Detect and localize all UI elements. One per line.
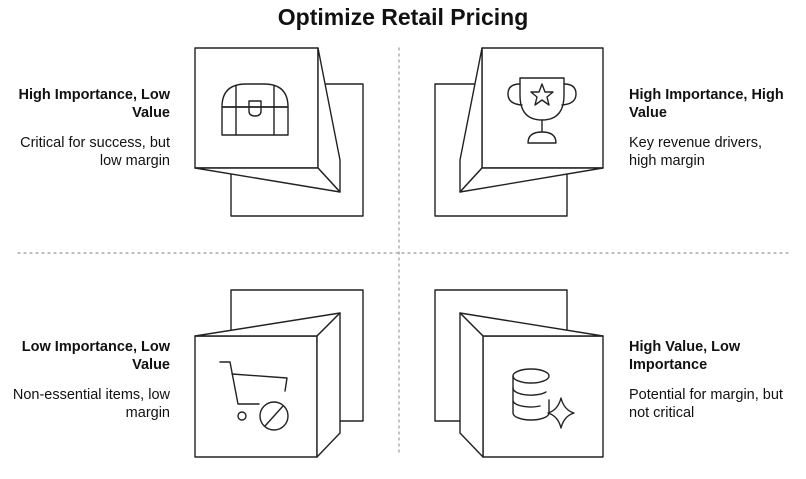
box-bottom-left <box>194 289 364 458</box>
cart-blocked-icon <box>219 361 289 431</box>
database-sparkle-icon <box>512 368 575 429</box>
label-top-left: High Importance, Low Value Critical for … <box>10 86 170 170</box>
quadrant-heading: High Importance, High Value <box>629 87 784 121</box>
label-top-right: High Importance, High Value Key revenue … <box>629 86 789 170</box>
label-bottom-right: High Value, Low Importance Potential for… <box>629 338 789 422</box>
quadrant-heading: Low Importance, Low Value <box>21 339 170 373</box>
box-bottom-right <box>434 289 604 458</box>
quadrant-description: Key revenue drivers, high margin <box>629 135 762 169</box>
page-title: Optimize Retail Pricing <box>277 4 529 30</box>
label-bottom-left: Low Importance, Low Value Non-essential … <box>10 338 170 422</box>
quadrant-heading: High Importance, Low Value <box>18 87 170 121</box>
box-top-left <box>194 47 364 217</box>
quadrant-description: Critical for success, but low margin <box>20 135 170 169</box>
quadrant-description: Non-essential items, low margin <box>12 387 170 421</box>
quadrant-heading: High Value, Low Importance <box>629 339 741 373</box>
trophy-icon <box>507 77 577 144</box>
box-top-right <box>434 47 604 217</box>
treasure-chest-icon <box>221 83 289 136</box>
quadrant-description: Potential for margin, but not critical <box>629 387 783 421</box>
